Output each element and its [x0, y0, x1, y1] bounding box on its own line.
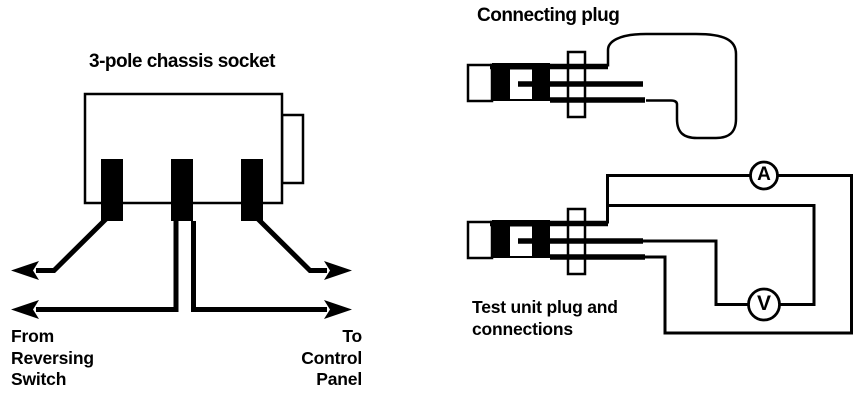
socket-pin-left [101, 159, 123, 221]
ammeter-symbol: A [757, 164, 771, 185]
wire-right-diagonal [256, 217, 327, 273]
arrowhead-upper-right [324, 261, 352, 280]
arrowhead-upper-left [11, 261, 39, 280]
voltmeter-circle [747, 287, 781, 322]
ammeter-circuit-wire [606, 174, 853, 335]
wire-left-diagonal [36, 217, 108, 273]
socket-pin-right [241, 159, 263, 221]
plug-cable-end [466, 63, 494, 103]
arrowhead-lower-left [11, 300, 39, 319]
chassis-socket-diagram [11, 92, 352, 319]
test-unit-title: Test unit plug and connections [472, 297, 618, 339]
test-plug-cable-end [466, 220, 494, 260]
arrowhead-lower-right [324, 300, 352, 319]
voltmeter-symbol: V [756, 292, 771, 315]
ammeter-circle [749, 160, 779, 191]
wire-middle-to-left [36, 221, 179, 312]
from-reversing-switch-label: From Reversing Switch [11, 326, 94, 389]
connecting-plug-drawing [466, 32, 738, 140]
to-control-panel-label: To Control Panel [301, 326, 362, 389]
connecting-plug-title: Connecting plug [477, 5, 620, 26]
socket-title: 3-pole chassis socket [89, 51, 275, 72]
wire-middle-to-right [191, 221, 327, 312]
socket-side-tab [280, 113, 305, 185]
cable-loop [606, 32, 738, 140]
test-unit-drawing [466, 160, 853, 335]
socket-pin-middle [171, 159, 193, 221]
